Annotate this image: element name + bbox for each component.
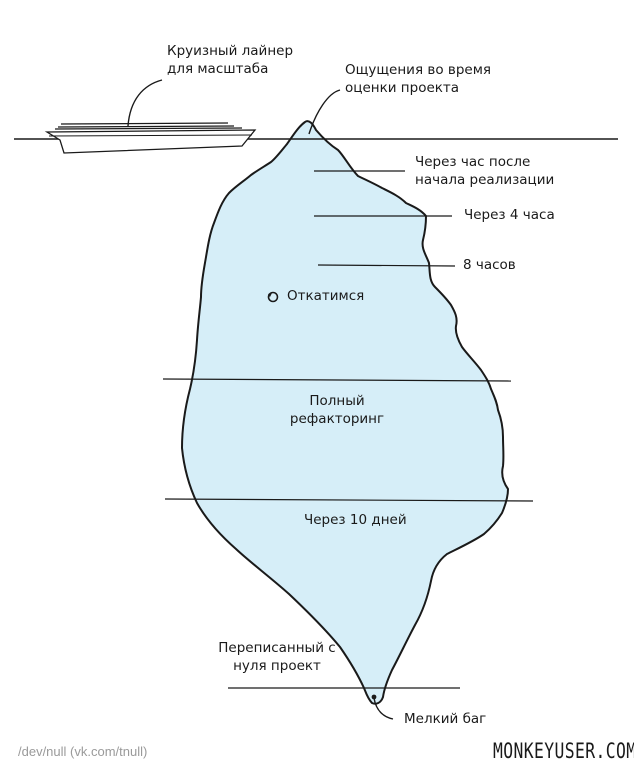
small-bug-label: Мелкий баг (404, 711, 487, 727)
source-watermark: /dev/null (vk.com/tnull) (18, 744, 148, 759)
monkeyuser-brand: MONKEYUSER.COM (493, 739, 634, 763)
ten-days-line (164, 498, 534, 502)
eight-hours-label: 8 часов (463, 257, 516, 273)
full-refactoring-line (162, 378, 512, 382)
rollback-icon (267, 291, 279, 303)
cruise-pointer (127, 79, 163, 127)
cruise-ship-icon (44, 122, 257, 154)
estimate-pointer (308, 89, 341, 135)
small-bug-pointer (373, 697, 394, 720)
eight-hours-line (317, 264, 456, 267)
iceberg-shape (181, 120, 509, 705)
four-hours-label: Через 4 часа (464, 207, 555, 223)
ten-days-label: Через 10 дней (304, 512, 407, 528)
rollback-label: Откатимся (287, 288, 365, 304)
